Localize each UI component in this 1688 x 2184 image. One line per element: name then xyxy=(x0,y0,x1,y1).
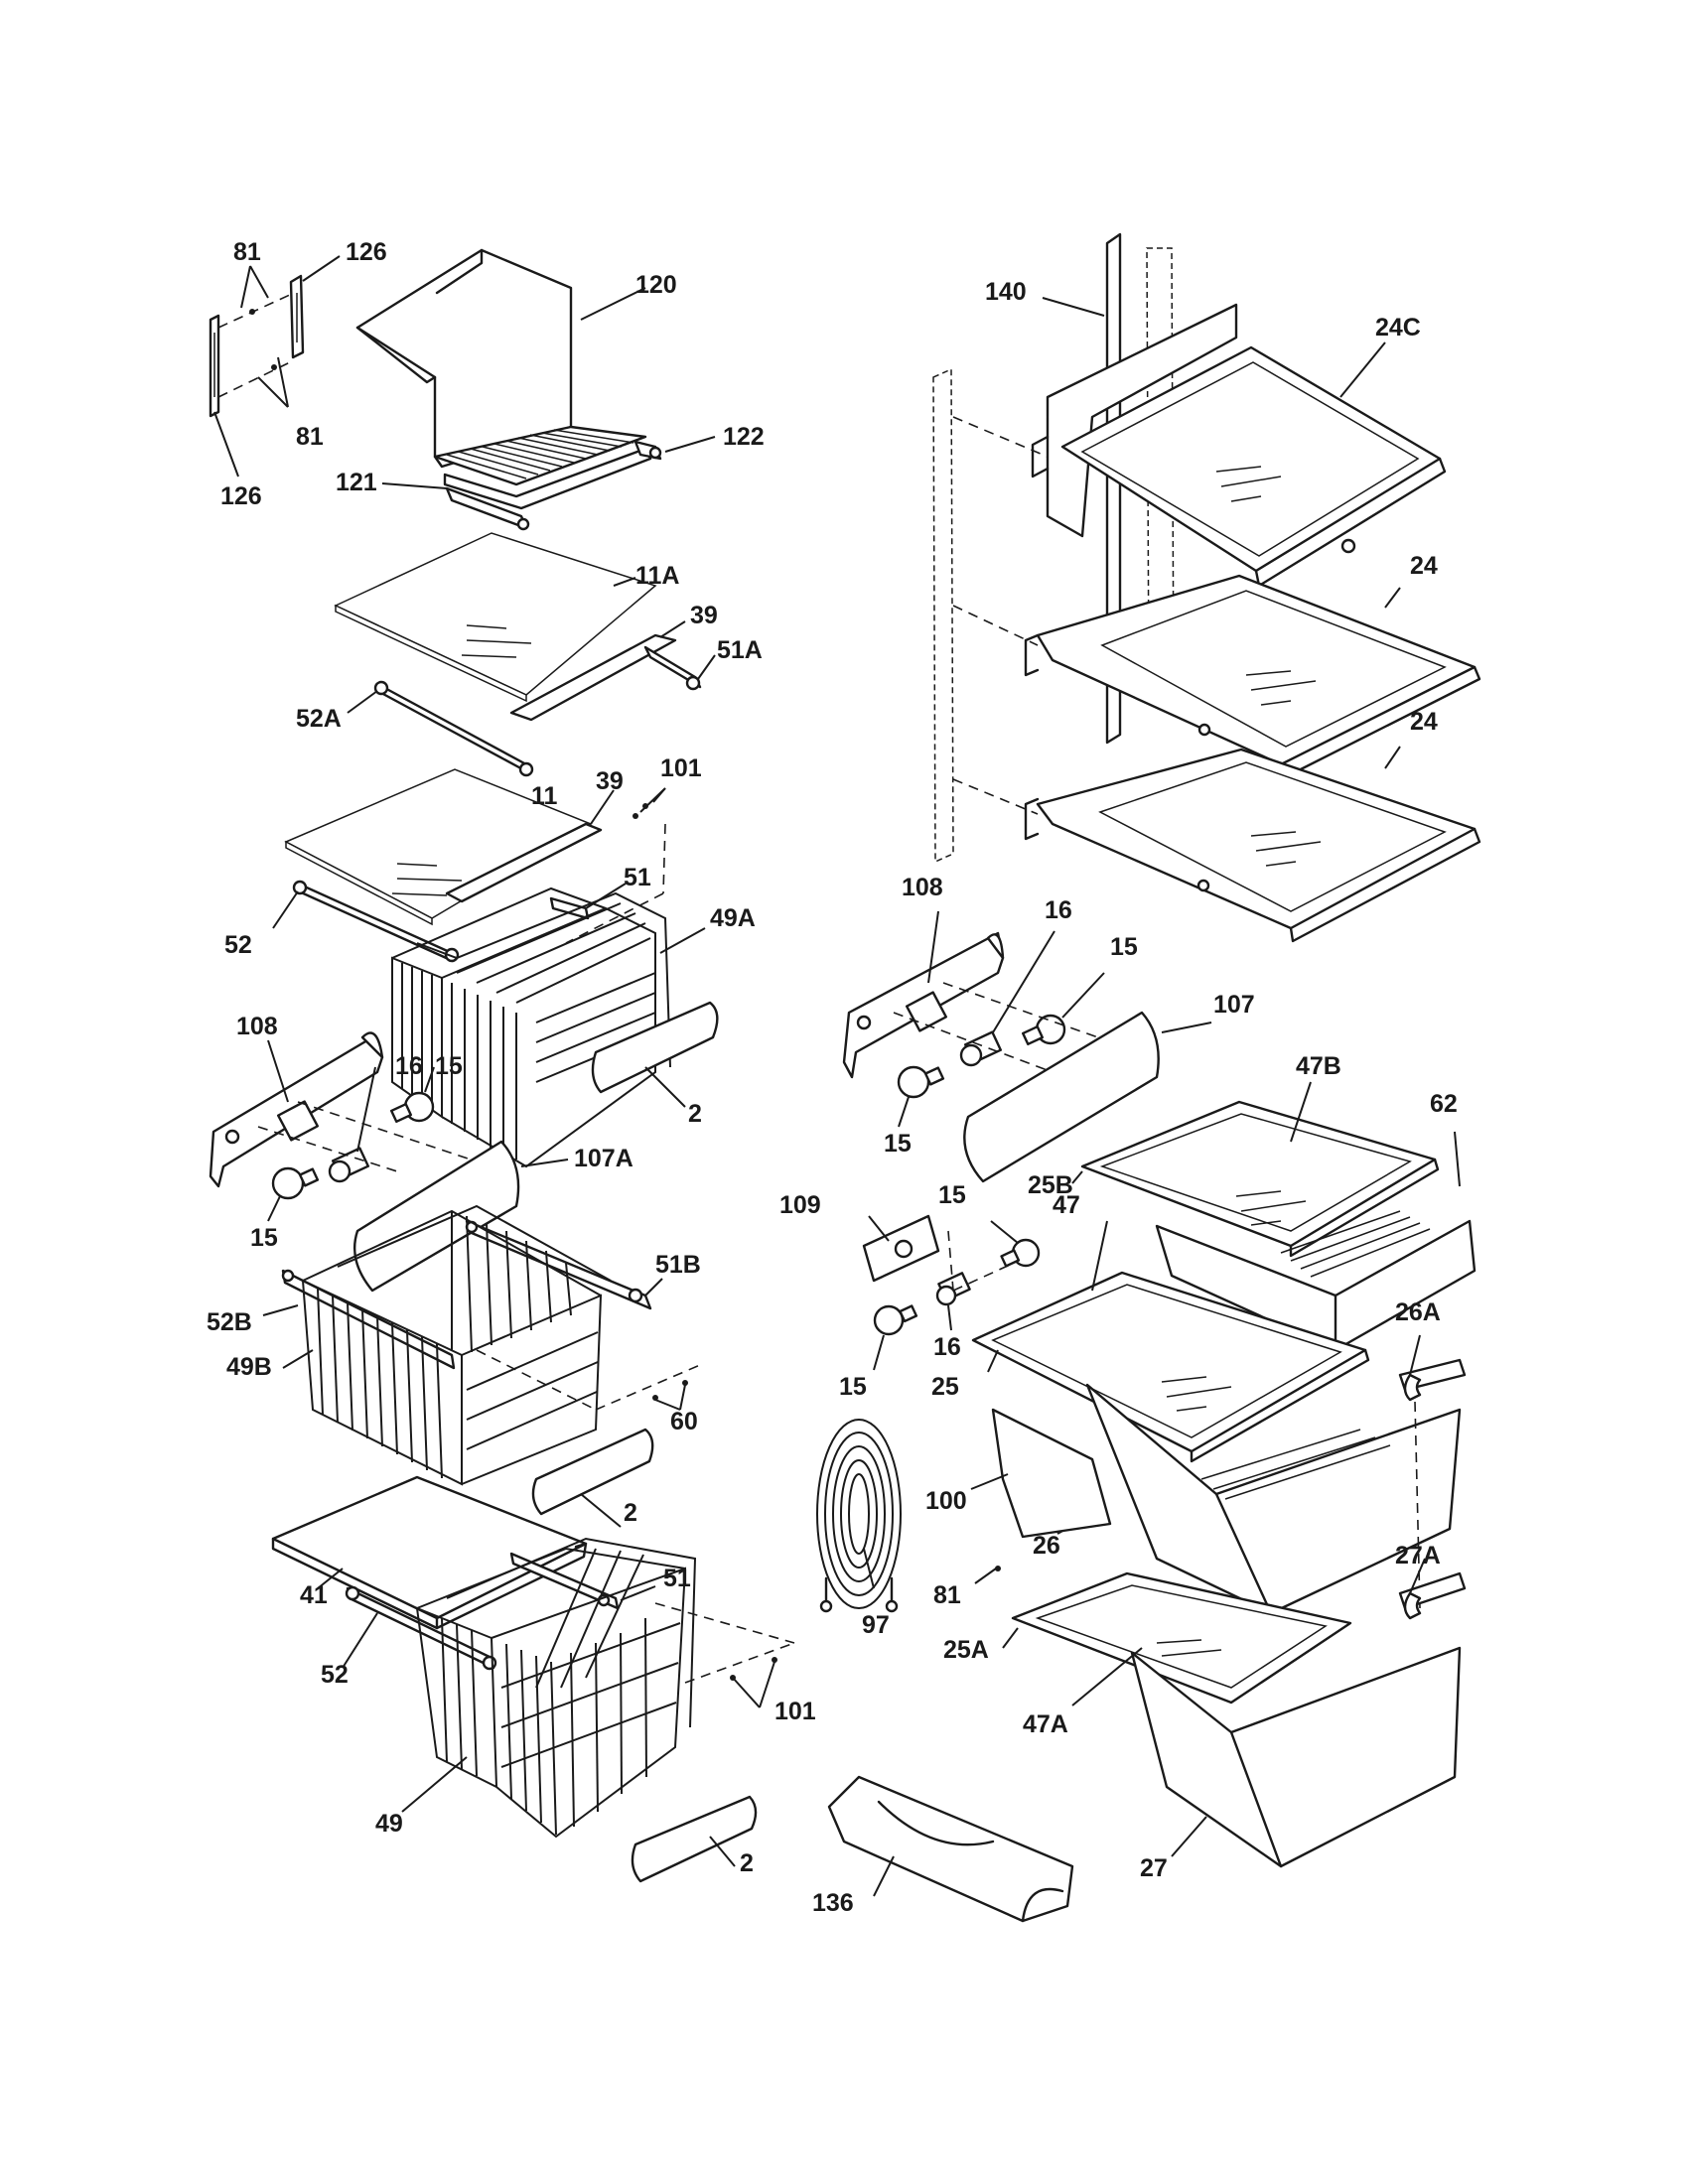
callout-15-left-top: 15 xyxy=(435,1052,463,1080)
callout-121: 121 xyxy=(336,469,377,496)
callout-39-lower: 39 xyxy=(596,767,624,795)
callout-81-right: 81 xyxy=(933,1581,961,1609)
callout-25A: 25A xyxy=(943,1636,989,1664)
callout-27: 27 xyxy=(1140,1854,1168,1882)
glass-shelf-11 xyxy=(272,768,666,963)
callout-108-right: 108 xyxy=(902,874,943,901)
shelf-ladder-140 xyxy=(932,232,1175,864)
callout-126-bottom: 126 xyxy=(220,482,262,510)
callout-16-left: 16 xyxy=(395,1052,423,1080)
slide-rail-52B xyxy=(262,1269,456,1370)
glass-shelf-24C xyxy=(952,303,1447,588)
callout-136: 136 xyxy=(812,1889,854,1917)
callout-49B: 49B xyxy=(226,1353,272,1381)
callout-109: 109 xyxy=(779,1191,821,1219)
callout-2-middle: 2 xyxy=(624,1499,637,1527)
callout-81-mid: 81 xyxy=(296,423,324,451)
bottle-holder-136 xyxy=(827,1775,1074,1923)
callout-27A: 27A xyxy=(1395,1542,1441,1570)
vent-100 xyxy=(970,1408,1112,1539)
callout-25: 25 xyxy=(931,1373,959,1401)
lamp-cover-107A xyxy=(353,1140,569,1293)
callout-2-upper: 2 xyxy=(688,1100,702,1128)
crisper-frame-25A xyxy=(1002,1571,1352,1706)
callout-107: 107 xyxy=(1213,991,1255,1019)
slide-rail-51B xyxy=(465,1219,663,1310)
screws-60 xyxy=(476,1349,701,1411)
trim-2-middle xyxy=(531,1428,654,1528)
light-bulb-15-right xyxy=(893,972,1113,1128)
callout-100: 100 xyxy=(925,1487,967,1515)
callout-41: 41 xyxy=(300,1581,328,1609)
screws-101-lower xyxy=(654,1602,795,1708)
light-housing-109 xyxy=(862,1214,940,1283)
callout-15-right-mid: 15 xyxy=(884,1130,912,1158)
callout-51B: 51B xyxy=(655,1251,701,1279)
callout-60: 60 xyxy=(670,1408,698,1435)
callout-2-lower: 2 xyxy=(740,1849,754,1877)
screw-81-right xyxy=(974,1566,1001,1584)
callout-51-upper: 51 xyxy=(624,864,651,891)
lamp-socket-16-right xyxy=(959,930,1055,1067)
glass-shelf-11A xyxy=(334,532,716,777)
callout-120: 120 xyxy=(635,271,677,299)
bin-support-120 xyxy=(355,248,716,531)
trim-2-upper xyxy=(591,1001,719,1108)
callout-24-lower: 24 xyxy=(1410,708,1438,736)
callout-108-left: 108 xyxy=(236,1013,278,1040)
callout-24-upper: 24 xyxy=(1410,552,1438,580)
callout-47B: 47B xyxy=(1296,1052,1341,1080)
glass-shelf-24-lower xyxy=(952,746,1481,943)
glass-shelf-24-upper xyxy=(952,574,1481,780)
callout-101-lower: 101 xyxy=(774,1698,816,1725)
callout-107A: 107A xyxy=(574,1145,633,1172)
callout-47: 47 xyxy=(1053,1191,1080,1219)
crisper-drawer-26 xyxy=(1056,1334,1467,1615)
callout-49A: 49A xyxy=(710,904,756,932)
crisper-cover-47B xyxy=(1071,1081,1440,1258)
callout-62: 62 xyxy=(1430,1090,1458,1118)
callout-97: 97 xyxy=(862,1611,890,1639)
callout-52B: 52B xyxy=(207,1308,252,1336)
trim-2-lower xyxy=(631,1795,758,1883)
callout-15-right-bottom: 15 xyxy=(839,1373,867,1401)
callout-49: 49 xyxy=(375,1810,403,1838)
callout-11A: 11A xyxy=(635,562,680,590)
lamp-cover-107 xyxy=(963,1011,1212,1183)
callout-15-right-top: 15 xyxy=(1110,933,1138,961)
light-housing-108-left xyxy=(209,1031,384,1188)
callout-39-upper: 39 xyxy=(690,602,718,629)
wire-basket-49A xyxy=(391,887,706,1168)
callout-25B: 25B xyxy=(1028,1171,1073,1199)
callout-51-lower: 51 xyxy=(663,1565,691,1592)
heater-coil-97 xyxy=(816,1419,902,1613)
hinge-bracket-126 xyxy=(209,255,341,478)
crisper-drawer-27 xyxy=(1130,1558,1467,1868)
wire-basket-49 xyxy=(401,1537,697,1839)
callout-81-top: 81 xyxy=(233,238,261,266)
wire-basket-49B xyxy=(282,1204,612,1486)
callout-26A: 26A xyxy=(1395,1298,1441,1326)
callout-52A: 52A xyxy=(296,705,342,733)
callout-15-right-low: 15 xyxy=(938,1181,966,1209)
callout-51A: 51A xyxy=(717,636,763,664)
callout-126-top: 126 xyxy=(346,238,387,266)
callout-16-right: 16 xyxy=(1045,896,1072,924)
crisper-pan-62 xyxy=(1155,1131,1477,1352)
callout-11: 11 xyxy=(531,782,558,810)
callout-52-upper: 52 xyxy=(224,931,252,959)
callout-140: 140 xyxy=(985,278,1027,306)
callout-101-upper: 101 xyxy=(660,754,702,782)
callout-47A: 47A xyxy=(1023,1710,1068,1738)
callout-15-left-bottom: 15 xyxy=(250,1224,278,1252)
callout-16-right-low: 16 xyxy=(933,1333,961,1361)
callout-122: 122 xyxy=(723,423,765,451)
callout-52-lower: 52 xyxy=(321,1661,349,1689)
bulb-socket-set-lower xyxy=(873,1220,1041,1371)
callout-26: 26 xyxy=(1033,1532,1060,1560)
callout-24C: 24C xyxy=(1375,314,1421,341)
light-bulb-15-left xyxy=(257,1066,478,1222)
